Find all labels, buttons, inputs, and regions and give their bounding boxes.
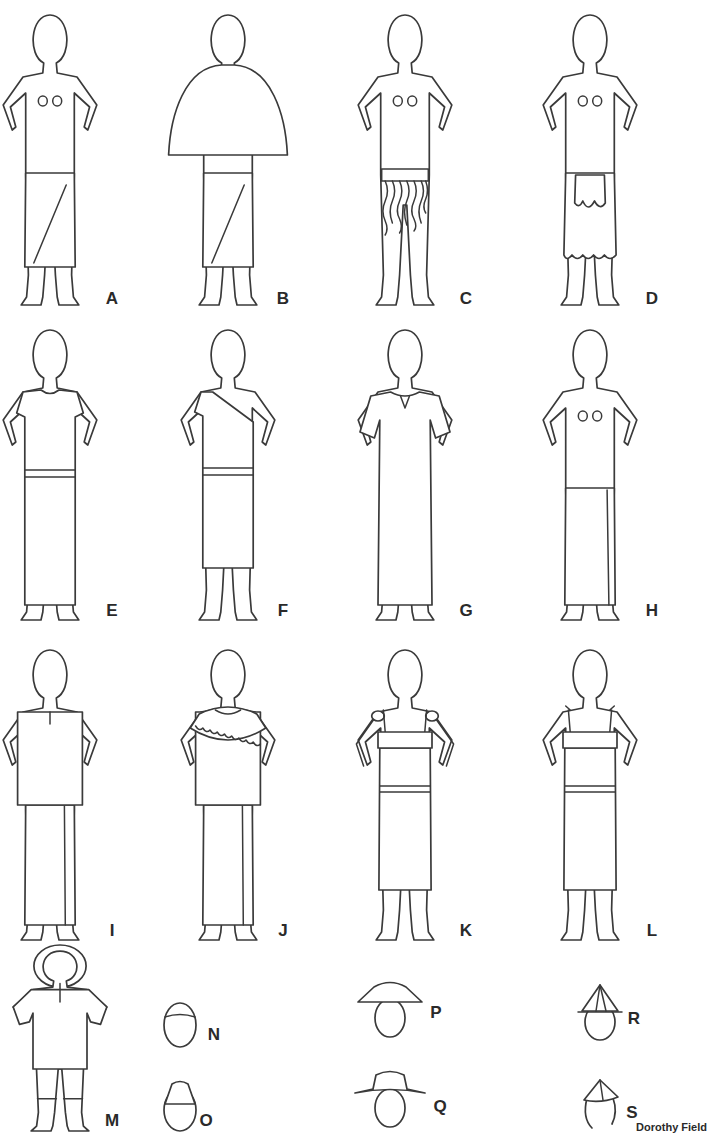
figure-k — [356, 650, 453, 940]
figure-letter: G — [459, 602, 472, 619]
figure-letter: K — [460, 922, 472, 939]
figure-letter: L — [647, 922, 657, 939]
figure-letter: O — [199, 1112, 212, 1129]
figure-i — [3, 650, 97, 940]
figure-m — [13, 945, 107, 1131]
hat-q — [355, 1072, 425, 1128]
hat-s — [584, 1080, 618, 1128]
figure-h — [543, 330, 637, 620]
figure-letter: D — [646, 290, 658, 307]
figure-g — [358, 330, 452, 620]
hat-p — [358, 983, 422, 1038]
hat-o — [164, 1082, 196, 1132]
figure-letter: M — [105, 1112, 119, 1129]
figure-letter: H — [646, 602, 658, 619]
figure-f — [181, 330, 275, 620]
figure-letter: N — [208, 1026, 220, 1043]
figure-letter: Q — [433, 1098, 446, 1115]
artist-signature: Dorothy Field — [636, 1122, 707, 1133]
figure-letter: S — [626, 1104, 637, 1121]
hat-r — [578, 985, 622, 1040]
figure-d — [543, 15, 637, 305]
hat-n — [164, 1003, 196, 1047]
figure-letter: F — [278, 602, 288, 619]
figure-a — [3, 15, 97, 305]
figure-j — [181, 650, 275, 940]
figure-letter: C — [460, 290, 472, 307]
figure-letter: B — [277, 290, 289, 307]
figure-letter: J — [278, 922, 287, 939]
figure-l — [543, 650, 637, 940]
figure-c — [358, 15, 452, 305]
figure-b — [169, 15, 288, 305]
figure-letter: E — [106, 602, 117, 619]
figure-letter: R — [628, 1010, 640, 1027]
figure-e — [3, 330, 97, 620]
figure-letter: P — [430, 1004, 441, 1021]
figure-letter: A — [106, 290, 118, 307]
figure-letter: I — [110, 922, 115, 939]
